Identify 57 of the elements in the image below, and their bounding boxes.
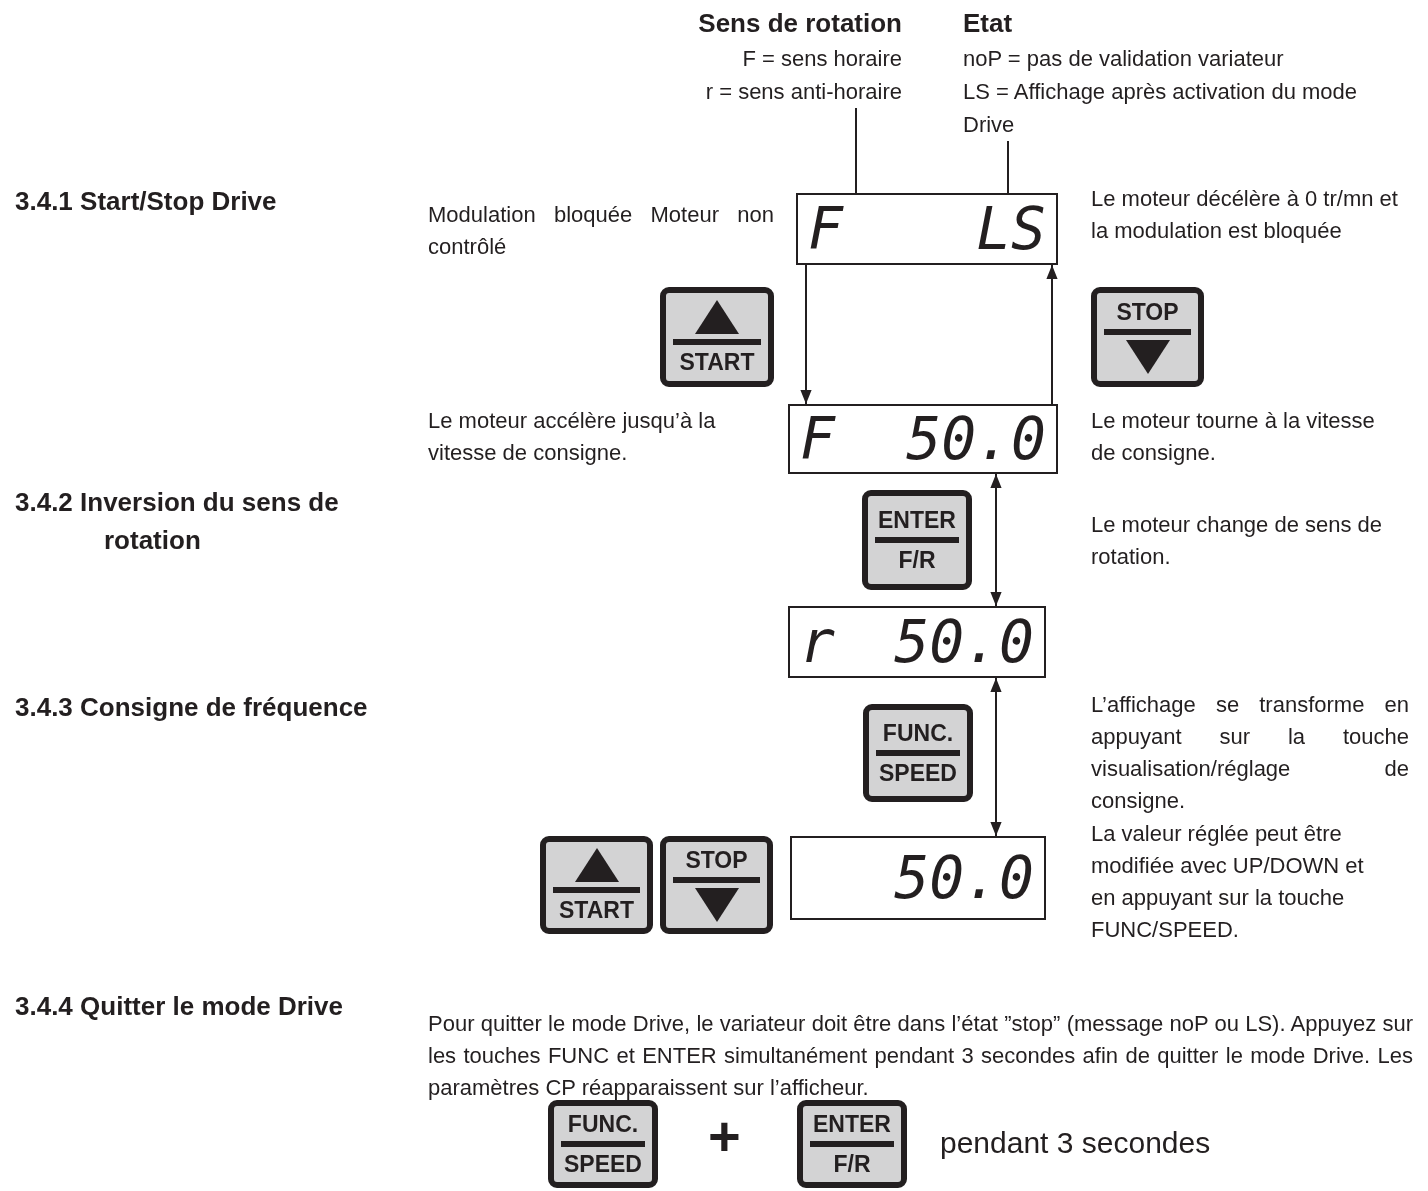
legend-heading: Etat: [963, 7, 1013, 40]
legend-text: LS = Affichage après activation du mode Drive: [963, 78, 1359, 139]
section-heading: 3.4.4 Quitter le mode Drive: [15, 990, 344, 1023]
plus-sign: +: [708, 1108, 741, 1164]
display-text: 50.0: [894, 848, 1034, 908]
keypad-key: [660, 836, 773, 934]
legend-text: r = sens anti-horaire: [705, 78, 902, 106]
section-heading: 3.4.1 Start/Stop Drive: [15, 185, 278, 218]
section-heading: 3.4.2 Inversion du sens de rotation: [15, 486, 340, 557]
description-text: La valeur réglée peut être modifiée avec UP/DOWN et en appuyant sur la touche FUNC/SPEED.: [1091, 820, 1365, 944]
keypad-key: [660, 287, 774, 387]
description-text: Le moteur accélère jusqu’à la vitesse de consigne.: [428, 407, 717, 467]
display-text: F: [800, 409, 835, 469]
description-text: Le moteur décélère à 0 tr/mn et la modulation est bloquée: [1091, 185, 1399, 245]
display-text: 50.0: [906, 409, 1046, 469]
lcd-display: [796, 193, 1058, 265]
instruction-paragraph: Pour quitter le mode Drive, le variateur doit être dans l’état ”stop” (message noP ou LS). Appuyez sur les touches FUNC et ENTER simultanément pendant 3 secondes afin de quitter le mode Drive. Les paramètres CP réapparaissent sur l’afficheur.: [428, 1010, 1413, 1102]
section-heading: 3.4.3 Consigne de fréquence: [15, 691, 369, 724]
description-text: Modulation bloquée Moteur non contrôlé: [428, 201, 774, 261]
key-label: F/R: [833, 1151, 871, 1177]
lcd-display: [788, 606, 1046, 678]
key-label: STOP: [685, 847, 748, 873]
display-text: LS: [976, 199, 1046, 259]
key-label: START: [679, 349, 755, 375]
key-label: SPEED: [564, 1151, 642, 1177]
arrow: [990, 473, 1002, 607]
description-text: L’affichage se transforme en appuyant sur la touche visualisation/réglage de consigne.: [1091, 691, 1409, 815]
keypad-key: [1091, 287, 1204, 387]
leader-line: [1007, 140, 1009, 194]
key-label: FUNC.: [882, 720, 954, 746]
arrow: [1046, 264, 1058, 405]
key-label: FUNC.: [567, 1111, 639, 1137]
description-text: Le moteur tourne à la vitesse de consigne.: [1091, 407, 1376, 467]
display-text: 50.0: [894, 612, 1034, 672]
arrow: [800, 264, 812, 405]
arrow: [990, 677, 1002, 837]
lcd-display: [788, 404, 1058, 474]
key-label: F/R: [898, 547, 936, 573]
display-text: r: [800, 612, 835, 672]
key-label: STOP: [1116, 299, 1179, 325]
leader-line: [855, 107, 857, 194]
legend-text: noP = pas de validation variateur: [963, 45, 1284, 73]
display-text: F: [808, 199, 843, 259]
key-label: START: [559, 897, 634, 923]
keypad-key: [797, 1100, 907, 1188]
description-text: Le moteur change de sens de rotation.: [1091, 511, 1384, 571]
key-label: ENTER: [878, 507, 956, 533]
keypad-key: [540, 836, 653, 934]
duration-text: pendant 3 secondes: [940, 1125, 1211, 1161]
key-label: ENTER: [813, 1111, 891, 1137]
legend-text: F = sens horaire: [742, 45, 902, 73]
keypad-key: [862, 490, 972, 590]
keypad-key: [863, 704, 973, 802]
legend-heading: Sens de rotation: [698, 7, 902, 40]
lcd-display: [790, 836, 1046, 920]
key-label: SPEED: [879, 760, 957, 786]
keypad-key: [548, 1100, 658, 1188]
